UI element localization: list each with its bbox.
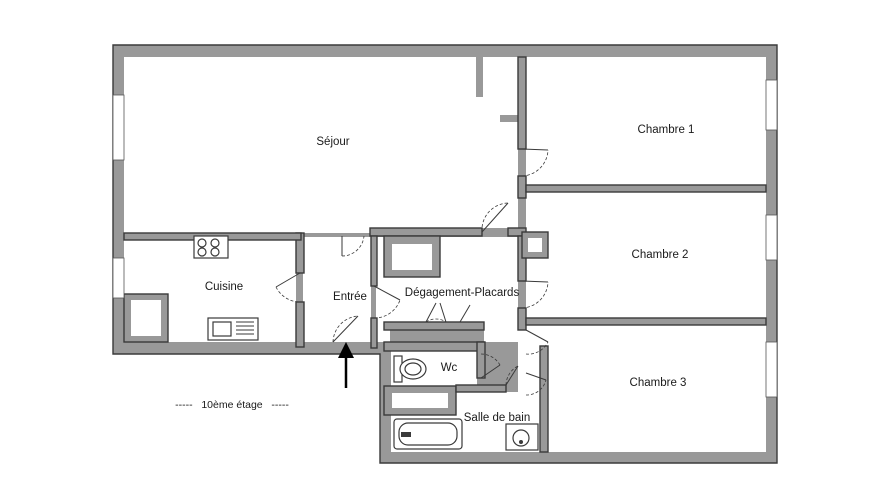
chambre-3-label: Chambre 3 <box>630 377 687 389</box>
door-sejour <box>481 202 509 233</box>
window-chambre-1 <box>765 79 778 131</box>
sejour-label: Séjour <box>316 136 349 148</box>
door-entree-sejour <box>341 235 365 257</box>
salle-de-bain-label: Salle de bain <box>464 412 531 424</box>
door-chambre-3-inner <box>525 372 547 396</box>
door-chambre-3 <box>525 329 549 355</box>
room-fills <box>124 57 766 452</box>
doors <box>275 148 549 396</box>
bathtub-icon <box>393 418 463 450</box>
window-chambre-3 <box>765 341 778 398</box>
door-chambre-1 <box>521 148 549 177</box>
door-cuisine <box>275 272 301 303</box>
floor-level-label: ----- 10ème étage ----- <box>175 399 289 411</box>
chambre-2-label: Chambre 2 <box>632 249 689 261</box>
chambre-3-room <box>547 325 766 452</box>
door-wc <box>480 353 501 379</box>
door-degagement <box>373 285 401 319</box>
window-chambre-2 <box>765 214 778 261</box>
cuisine-label: Cuisine <box>205 281 243 293</box>
interior-walls <box>123 56 767 453</box>
degagement-label: Dégagement-Placards <box>405 287 520 299</box>
chambre-1-room <box>526 57 766 185</box>
window-cuisine <box>112 257 125 299</box>
chambre-1-label: Chambre 1 <box>638 124 695 136</box>
door-placards <box>425 302 471 323</box>
sejour-room <box>124 57 518 233</box>
door-salle-de-bain <box>505 365 519 386</box>
entree-room <box>303 237 371 342</box>
windows <box>112 79 778 398</box>
arrow-up-icon <box>338 342 354 388</box>
sejour-alcove <box>483 57 518 115</box>
door-chambre-2 <box>521 280 549 309</box>
toilet-icon <box>393 355 427 383</box>
washbasin-icon <box>505 423 539 451</box>
chambre-2-room <box>526 192 766 318</box>
wc-label: Wc <box>441 362 458 374</box>
kitchen-sink-icon <box>207 317 259 341</box>
entree-label: Entrée <box>333 291 367 303</box>
door-entrance <box>332 315 359 343</box>
kitchen-cooktop-icon <box>193 235 229 259</box>
window-sejour <box>112 94 125 161</box>
